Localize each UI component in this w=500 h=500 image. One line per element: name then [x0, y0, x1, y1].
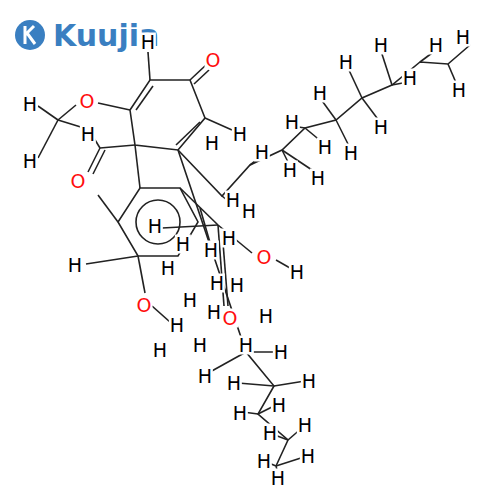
atom-label: H: [209, 274, 225, 293]
atom-label: O: [79, 92, 96, 111]
atom-label: H: [221, 229, 237, 248]
atom-label: H: [270, 469, 286, 488]
atom-label: H: [226, 374, 242, 393]
atom-label: H: [284, 113, 300, 132]
atom-label: H: [373, 36, 389, 55]
atom-label: H: [80, 125, 96, 144]
atom-label: H: [273, 343, 289, 362]
atom-label: H: [225, 191, 241, 210]
atom-label: O: [205, 51, 222, 70]
atom-label: H: [451, 81, 467, 100]
watermark-logo: [15, 20, 45, 50]
atom-label: H: [300, 447, 316, 466]
atom-label: H: [160, 259, 176, 278]
atom-label: H: [206, 303, 222, 322]
atom-label: H: [203, 241, 219, 260]
atom-label: H: [147, 217, 163, 236]
atom-label: H: [22, 152, 38, 171]
atom-label: H: [455, 28, 471, 47]
atom-label: H: [152, 341, 168, 360]
atom-label: H: [258, 307, 274, 326]
atom-label: O: [222, 309, 239, 328]
atom-label: H: [428, 36, 444, 55]
atom-label: H: [254, 143, 270, 162]
atom-label: H: [312, 84, 328, 103]
atom-label: H: [402, 69, 418, 88]
atom-label: H: [297, 416, 313, 435]
atom-label: H: [317, 138, 333, 157]
atom-label: H: [271, 396, 287, 415]
atom-label: H: [301, 372, 317, 391]
atom-label: H: [343, 144, 359, 163]
atom-label: H: [241, 202, 257, 221]
atom-label: H: [197, 367, 213, 386]
bond-lines: [38, 42, 470, 474]
atom-label: O: [256, 248, 273, 267]
atom-label: H: [232, 125, 248, 144]
atom-label: H: [338, 53, 354, 72]
atom-label: H: [22, 95, 38, 114]
atom-label: O: [70, 172, 87, 191]
atom-label: H: [229, 276, 245, 295]
atom-label: H: [373, 118, 389, 137]
atom-label: H: [67, 256, 83, 275]
atom-label: H: [175, 235, 191, 254]
atom-label: H: [289, 263, 305, 282]
atom-label: H: [238, 336, 254, 355]
atom-label: H: [140, 33, 156, 52]
atom-label: H: [262, 424, 278, 443]
atom-label: H: [310, 169, 326, 188]
atom-label: H: [192, 336, 208, 355]
atom-label: O: [136, 296, 153, 315]
atom-label: H: [169, 316, 185, 335]
atom-label: H: [282, 161, 298, 180]
atom-label: H: [204, 134, 220, 153]
atom-label: H: [182, 291, 198, 310]
atom-label: H: [232, 404, 248, 423]
